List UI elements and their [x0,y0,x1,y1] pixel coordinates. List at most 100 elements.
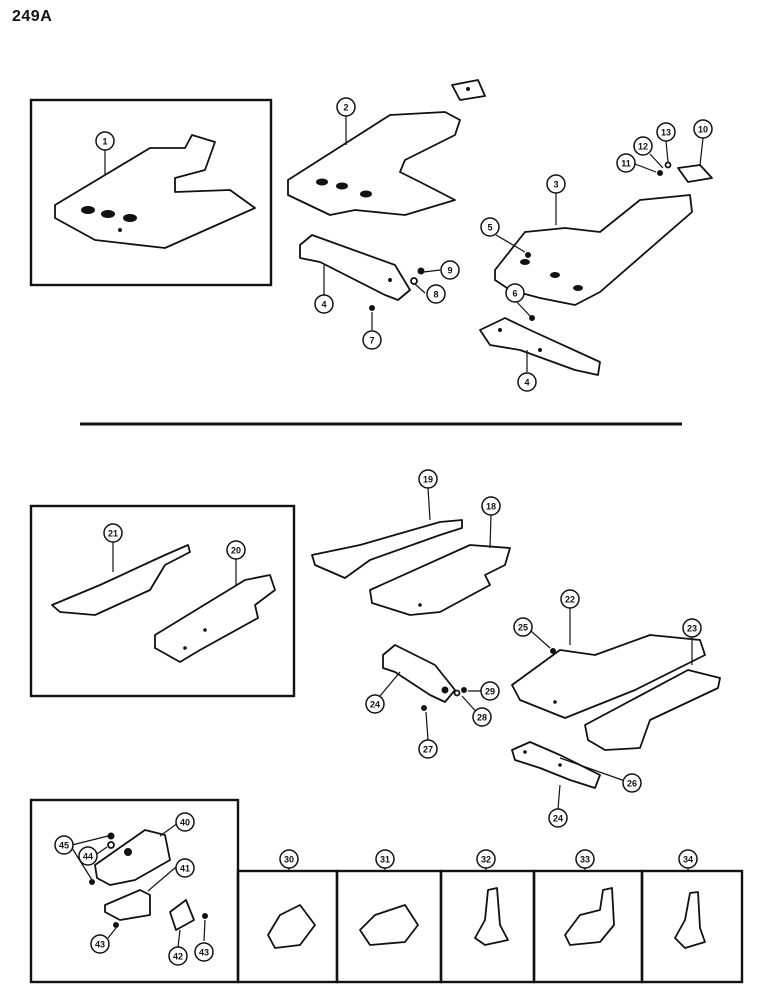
callout-label: 43 [95,940,105,950]
callout-24: 24 [365,694,385,714]
callout-9: 9 [440,260,460,280]
callout-circle [622,773,642,793]
callout-10: 10 [693,119,713,139]
callout-circle [678,849,698,869]
callout-33: 33 [575,849,595,869]
parts-20-21-frame [29,504,296,698]
part-34-bracket [674,891,706,949]
leaders-top [104,116,704,372]
part-1-frame [29,98,273,287]
callout-label: 9 [447,266,452,276]
callout-18: 18 [481,496,501,516]
callout-label: 5 [487,223,492,233]
callout-43: 43 [194,942,214,962]
callout-label: 28 [477,713,487,723]
callout-8: 8 [426,284,446,304]
callout-label: 25 [518,623,528,633]
callout-1: 1 [95,131,115,151]
callout-label: 3 [553,180,558,190]
callout-circle [472,707,492,727]
callout-circle [103,523,123,543]
callout-circle [168,946,188,966]
callout-circle [440,260,460,280]
callout-circle [575,849,595,869]
callout-circle [656,122,676,142]
callout-45: 45 [54,835,74,855]
callout-27: 27 [418,739,438,759]
callout-label: 43 [199,948,209,958]
callout-21: 21 [103,523,123,543]
callout-label: 34 [683,855,693,865]
callout-circle [90,934,110,954]
callout-label: 22 [565,595,575,605]
callout-25: 25 [513,617,533,637]
callout-31: 31 [375,849,395,869]
part-42-plate [169,899,195,931]
callout-label: 11 [621,159,631,169]
callout-circle [279,849,299,869]
callout-34: 34 [678,849,698,869]
callout-26: 26 [622,773,642,793]
part-31-bracket [359,904,419,946]
small-hardware-bottom [89,832,208,928]
callout-circle [693,119,713,139]
callout-circle [560,589,580,609]
callout-label: 8 [433,290,438,300]
callout-label: 24 [370,700,380,710]
page-title: 249A [12,8,53,25]
callout-40: 40 [175,812,195,832]
callout-label: 27 [423,745,433,755]
callout-circle [476,849,496,869]
part-33-bracket [564,887,615,946]
callout-12: 12 [633,136,653,156]
callout-24: 24 [548,808,568,828]
callout-circle [375,849,395,869]
callout-23: 23 [682,618,702,638]
leaders-bottom [71,822,206,948]
callout-19: 19 [418,469,438,489]
part-30-bracket [267,904,316,949]
callout-22: 22 [560,589,580,609]
part-3-floor-plate [494,194,693,306]
callout-label: 29 [485,687,495,697]
part-40-housing [94,829,171,886]
callout-label: 12 [638,142,648,152]
callout-circle [480,681,500,701]
part-32-bracket [474,887,509,946]
part-41-bracket [104,889,151,921]
callout-label: 21 [108,529,118,539]
callout-circle [546,174,566,194]
part-4-bracket-upper [299,234,411,301]
callout-label: 7 [369,336,374,346]
callout-label: 24 [553,814,563,824]
callout-3: 3 [546,174,566,194]
callout-circle [95,131,115,151]
part-24-bracket-upper [382,644,456,703]
callout-label: 31 [380,855,390,865]
small-hardware-middle [421,648,556,711]
callout-label: 41 [180,864,190,874]
callout-label: 33 [580,855,590,865]
callout-circle [175,812,195,832]
callout-circle [548,808,568,828]
part-19-plate [311,519,463,579]
callout-circle [175,858,195,878]
callout-circle [480,217,500,237]
callout-4: 4 [314,294,334,314]
callout-group: 1234456789101112131819202122232424252627… [54,97,713,966]
callout-43: 43 [90,934,110,954]
callout-circle [426,284,446,304]
callout-13: 13 [656,122,676,142]
callout-4: 4 [517,372,537,392]
callout-label: 1 [102,137,107,147]
part-10-plate [677,164,713,183]
callout-circle [78,846,98,866]
part-24-bracket-lower [511,741,601,789]
callout-circle [418,739,438,759]
part-22-plate [511,634,706,719]
callout-circle [314,294,334,314]
part-23-plate [584,669,721,751]
callout-circle [418,469,438,489]
callout-label: 18 [486,502,496,512]
callout-circle [54,835,74,855]
